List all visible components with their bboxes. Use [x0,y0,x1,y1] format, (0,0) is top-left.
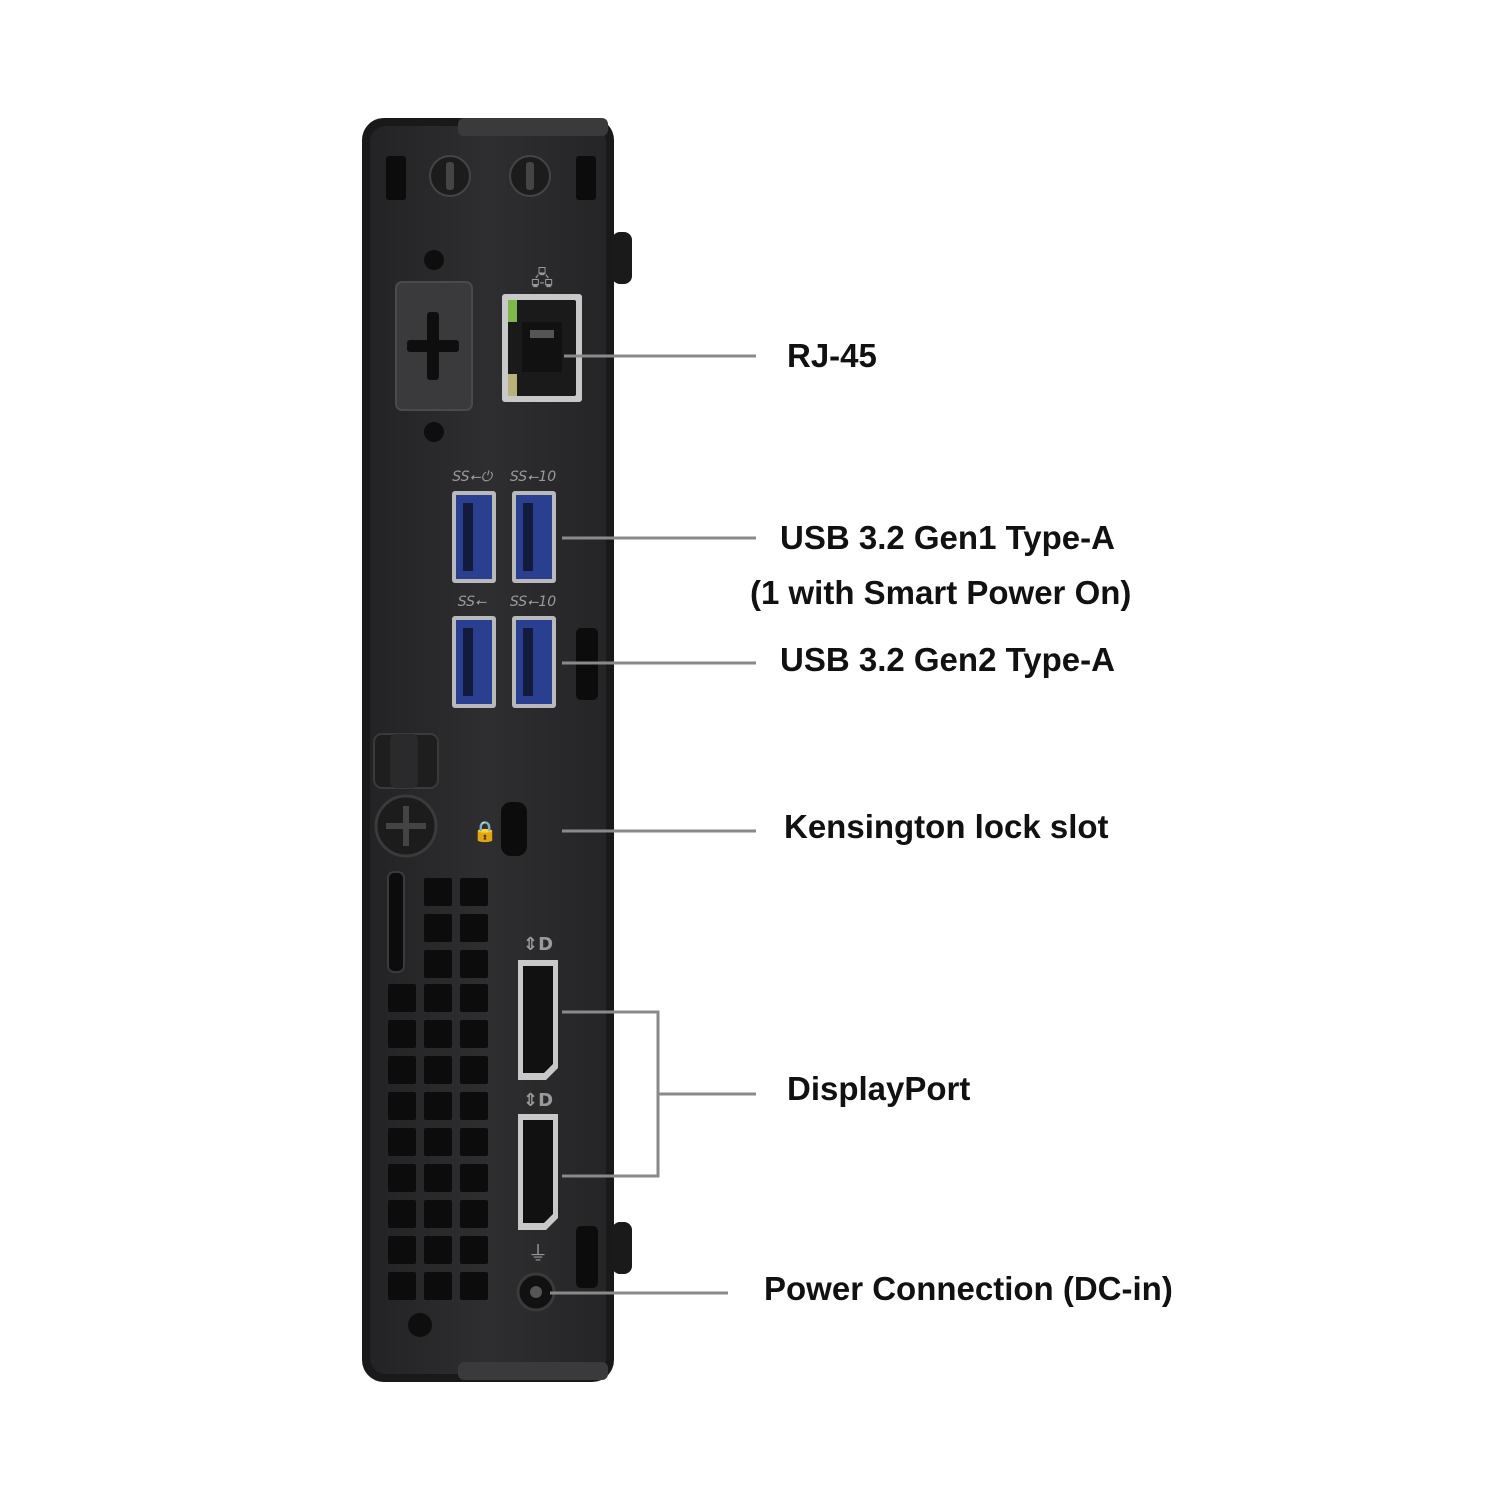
lock-icon: 🔒 [473,819,498,843]
usb-gen2-port-1 [452,616,496,708]
vent-cell [388,1092,416,1120]
vent-cell [460,1128,488,1156]
vent-cell [460,1092,488,1120]
foot-top [612,232,632,284]
expansion-cover [395,250,473,442]
vent-cell [424,1200,452,1228]
vent-cell [460,1272,488,1300]
displayport-ports: ⇕D ⇕D [518,934,558,1230]
vent-cell [460,1056,488,1084]
vent-cell [424,914,452,942]
usb-gen2-port-2 [512,616,556,708]
label-usb-gen1-note: (1 with Smart Power On) [750,574,1132,611]
vent-cell [424,950,452,978]
leader-lines [550,354,756,1295]
foot-bottom [612,1222,632,1274]
label-usb-gen1: USB 3.2 Gen1 Type-A [780,519,1115,556]
vent-cell [424,1236,452,1264]
vent-cell [460,878,488,906]
usb-gen1-port-2 [512,491,556,583]
label-usb-gen2: USB 3.2 Gen2 Type-A [780,641,1115,678]
vent-cell [460,984,488,1012]
displayport-icon: ⇕D [523,1090,553,1111]
vent-cell [388,1272,416,1300]
vent-grid [388,878,488,1300]
label-kensington: Kensington lock slot [784,808,1109,845]
vent-cell [424,1092,452,1120]
top-cap [458,118,608,136]
usb-marking-top-left: SS⭠⏻ [452,469,493,485]
label-displayport: DisplayPort [787,1070,971,1107]
vent-cell [460,1164,488,1192]
vent-cell [424,1056,452,1084]
vent-cell [424,1020,452,1048]
vent-cell [424,878,452,906]
vent-cell [388,984,416,1012]
label-rj45: RJ-45 [787,337,877,374]
power-plug-icon: ⏚ [528,1241,548,1265]
vent-cell [388,1128,416,1156]
vent-cell [388,1020,416,1048]
usb-marking-bottom-left: SS⭠ [458,594,487,610]
top-slots [386,155,596,200]
network-icon: 🖧 [531,266,553,290]
bottom-screw-hole [408,1313,432,1337]
bottom-cap [458,1362,608,1380]
usb-marking-top-right: SS⭠10 [510,469,556,485]
usb-marking-bottom-right: SS⭠10 [510,594,556,610]
vent-cell [388,1164,416,1192]
usb-gen1-port-1 [452,491,496,583]
vent-cell [388,1236,416,1264]
rj45-port: 🖧 [502,266,582,402]
vent-cell [388,1200,416,1228]
vent-cell [424,1164,452,1192]
displayport-icon: ⇕D [523,934,553,955]
vent-cell [424,984,452,1012]
vent-cell [460,1200,488,1228]
kensington-lock-slot: 🔒 [373,733,527,973]
vent-cell [388,1056,416,1084]
vent-cell [460,950,488,978]
vent-cell [460,1020,488,1048]
vent-cell [460,914,488,942]
vent-cell [424,1128,452,1156]
vent-cell [424,1272,452,1300]
label-power: Power Connection (DC-in) [764,1270,1173,1307]
vent-cell [460,1236,488,1264]
